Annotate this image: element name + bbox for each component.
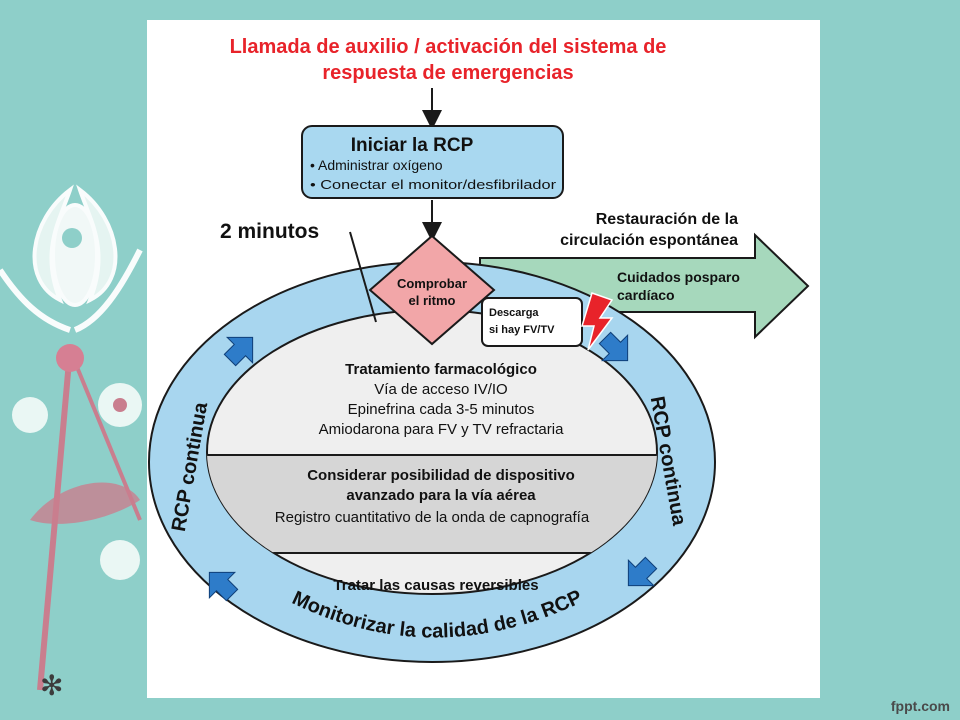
airway-title-1: Considerar posibilidad de dispositivo — [307, 467, 575, 484]
ring-arrow-lower-left-icon — [208, 571, 239, 602]
watermark: fppt.com — [890, 698, 950, 714]
ring-arrow-upper-right-icon — [598, 331, 629, 362]
star-icon: ✻ — [40, 670, 63, 701]
shock-line-2: si hay FV/TV — [489, 324, 555, 336]
flower-bud-icon — [56, 344, 84, 372]
pharm-title: Tratamiento farmacológico — [345, 361, 537, 378]
rosc-line-1: Restauración de la — [596, 211, 738, 228]
pharm-item-1: Vía de acceso IV/IO — [374, 381, 507, 398]
shock-line-1: Descarga — [489, 307, 539, 319]
rosc-line-2: circulación espontánea — [560, 232, 738, 249]
ring-arrow-upper-left-icon — [223, 336, 254, 367]
ring-arrow-lower-right-icon — [627, 556, 658, 587]
shock-box — [481, 297, 583, 347]
flower-decoration — [0, 184, 143, 333]
start-cpr-item-2: • Conectar el monitor/desfibrilador — [310, 177, 557, 192]
check-rhythm-diamond — [368, 234, 496, 346]
airway-title-2: avanzado para la vía aérea — [346, 487, 536, 504]
check-rhythm-line-2: el ritmo — [409, 293, 456, 308]
pharm-item-3: Amiodarona para FV y TV refractaria — [319, 421, 564, 438]
two-minutes-pointer — [349, 231, 377, 323]
start-cpr-box — [301, 125, 564, 199]
post-arrest-line-2: cardíaco — [617, 287, 675, 303]
check-rhythm-line-1: Comprobar — [397, 276, 467, 291]
post-arrest-line-1: Cuidados posparo — [617, 269, 740, 285]
capnography-item: Registro cuantitativo de la onda de capn… — [275, 509, 590, 526]
header-line-1: Llamada de auxilio / activación del sist… — [230, 36, 667, 58]
start-cpr-title: Iniciar la RCP — [351, 135, 474, 156]
pharm-item-2: Epinefrina cada 3-5 minutos — [348, 401, 535, 418]
lightning-bolt-icon — [580, 292, 614, 351]
header-line-2: respuesta de emergencias — [322, 62, 573, 84]
reversible-causes: Tratar las causas reversibles — [333, 577, 538, 594]
start-cpr-item-1: • Administrar oxígeno — [310, 157, 443, 173]
two-minutes-label: 2 minutos — [220, 220, 319, 243]
airway-band — [207, 455, 657, 553]
